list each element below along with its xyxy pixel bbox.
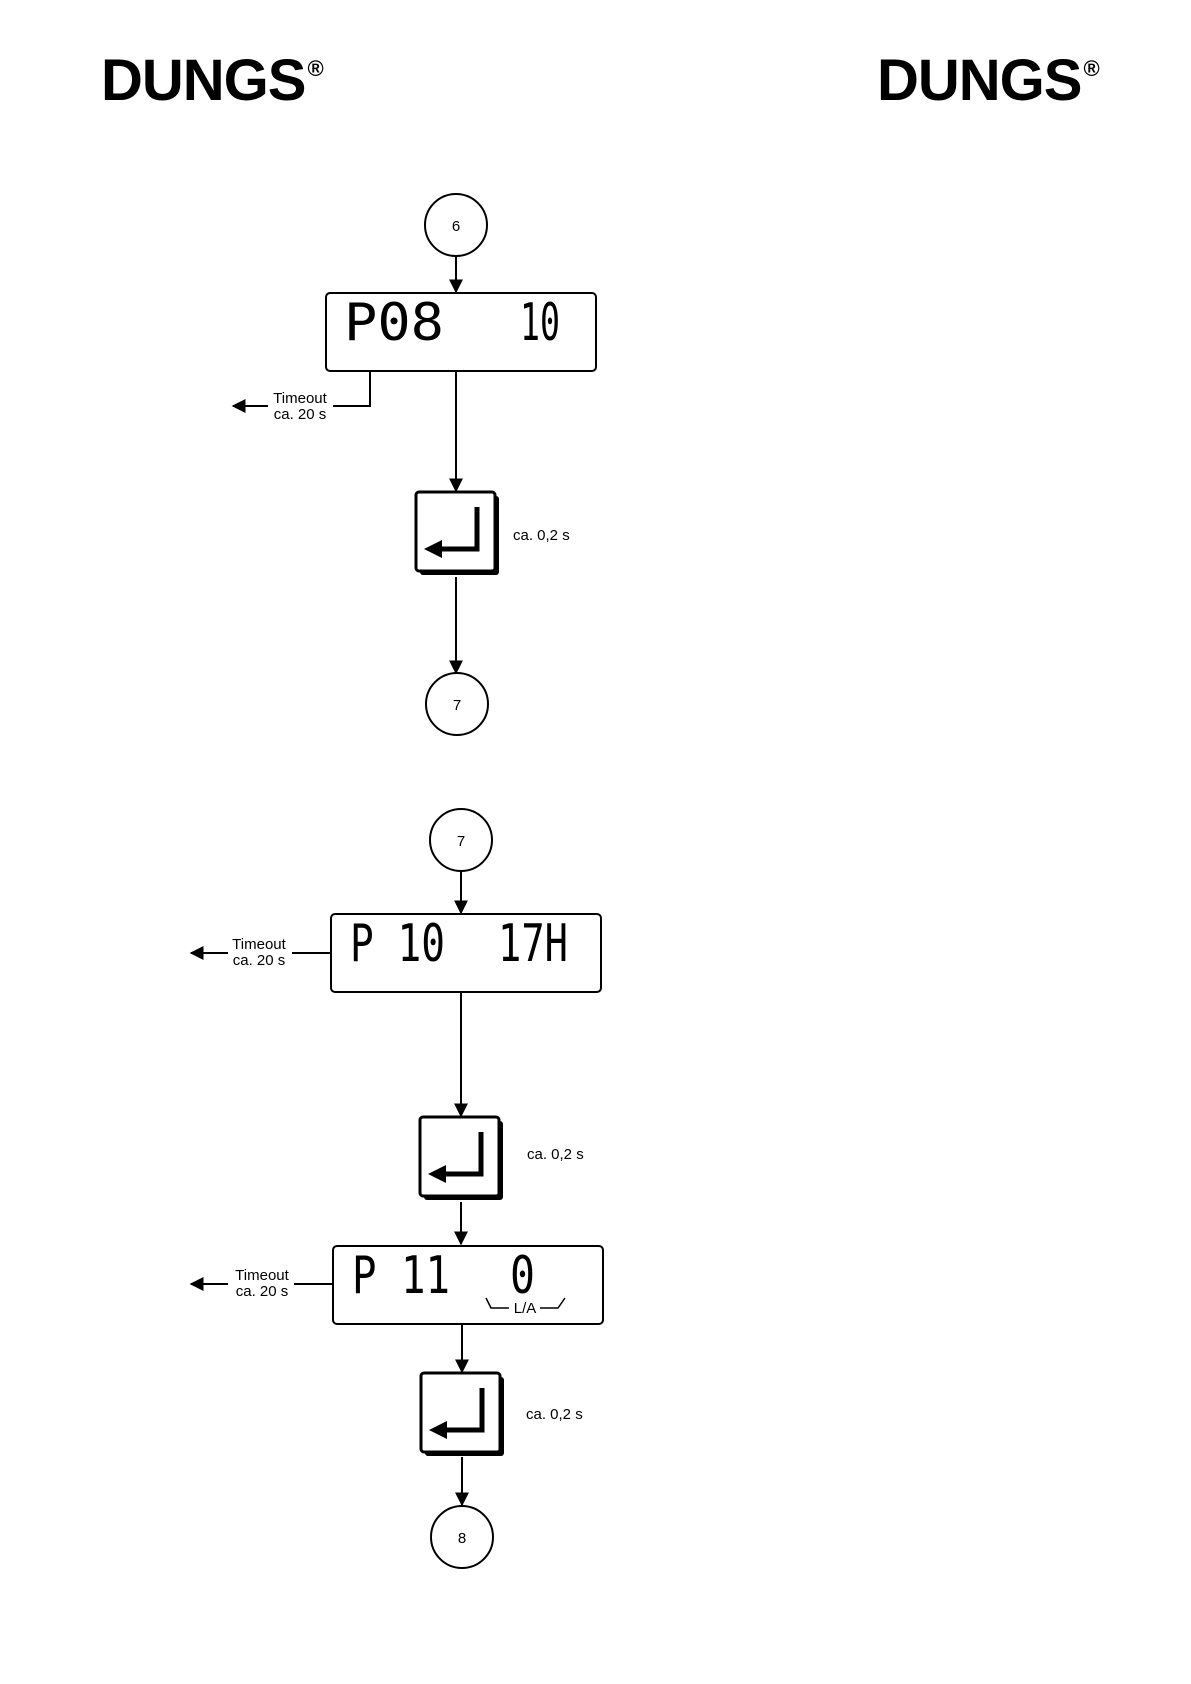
lcd-value: 17H [498,914,568,974]
timeout-branch: Timeout ca. 20 s [233,372,370,423]
start-connector: 7 [430,809,492,871]
lcd-display: P08 10 [326,293,596,371]
key-press-duration: ca. 0,2 s [527,1146,584,1163]
flow-diagram-1: 6 P08 10 Timeout ca. 20 s ca. 0,2 s [233,194,596,735]
timeout-duration: ca. 20 s [233,952,286,969]
connector-number: 7 [457,833,465,850]
start-connector: 6 [425,194,487,256]
enter-key-icon [416,492,499,575]
timeout-branch: Timeout ca. 20 s [191,1267,333,1300]
lcd-display: P 11 0 L/A [333,1246,603,1324]
lcd-param: P 10 [350,914,445,974]
connector-number: 6 [452,218,460,235]
lcd-value: 0 [510,1246,535,1306]
flow-diagram-2: 7 P 10 17H Timeout ca. 20 s ca. 0,2 s [191,809,603,1568]
lcd-param: P 11 [352,1246,450,1306]
timeout-label: Timeout [273,390,327,407]
connector-number: 7 [453,697,461,714]
lcd-sublabel: L/A [514,1300,537,1317]
key-press-duration: ca. 0,2 s [526,1406,583,1423]
lcd-param: P08 [344,293,444,353]
timeout-duration: ca. 20 s [236,1283,289,1300]
end-connector: 7 [426,673,488,735]
enter-key-icon [420,1117,503,1200]
timeout-label: Timeout [232,936,286,953]
timeout-duration: ca. 20 s [274,406,327,423]
timeout-label: Timeout [235,1267,289,1284]
lcd-display: P 10 17H [331,914,601,992]
lcd-value: 10 [520,293,560,353]
connector-number: 8 [458,1530,466,1547]
key-press-duration: ca. 0,2 s [513,527,570,544]
enter-key-icon [421,1373,504,1456]
timeout-branch: Timeout ca. 20 s [191,936,331,969]
end-connector: 8 [431,1506,493,1568]
